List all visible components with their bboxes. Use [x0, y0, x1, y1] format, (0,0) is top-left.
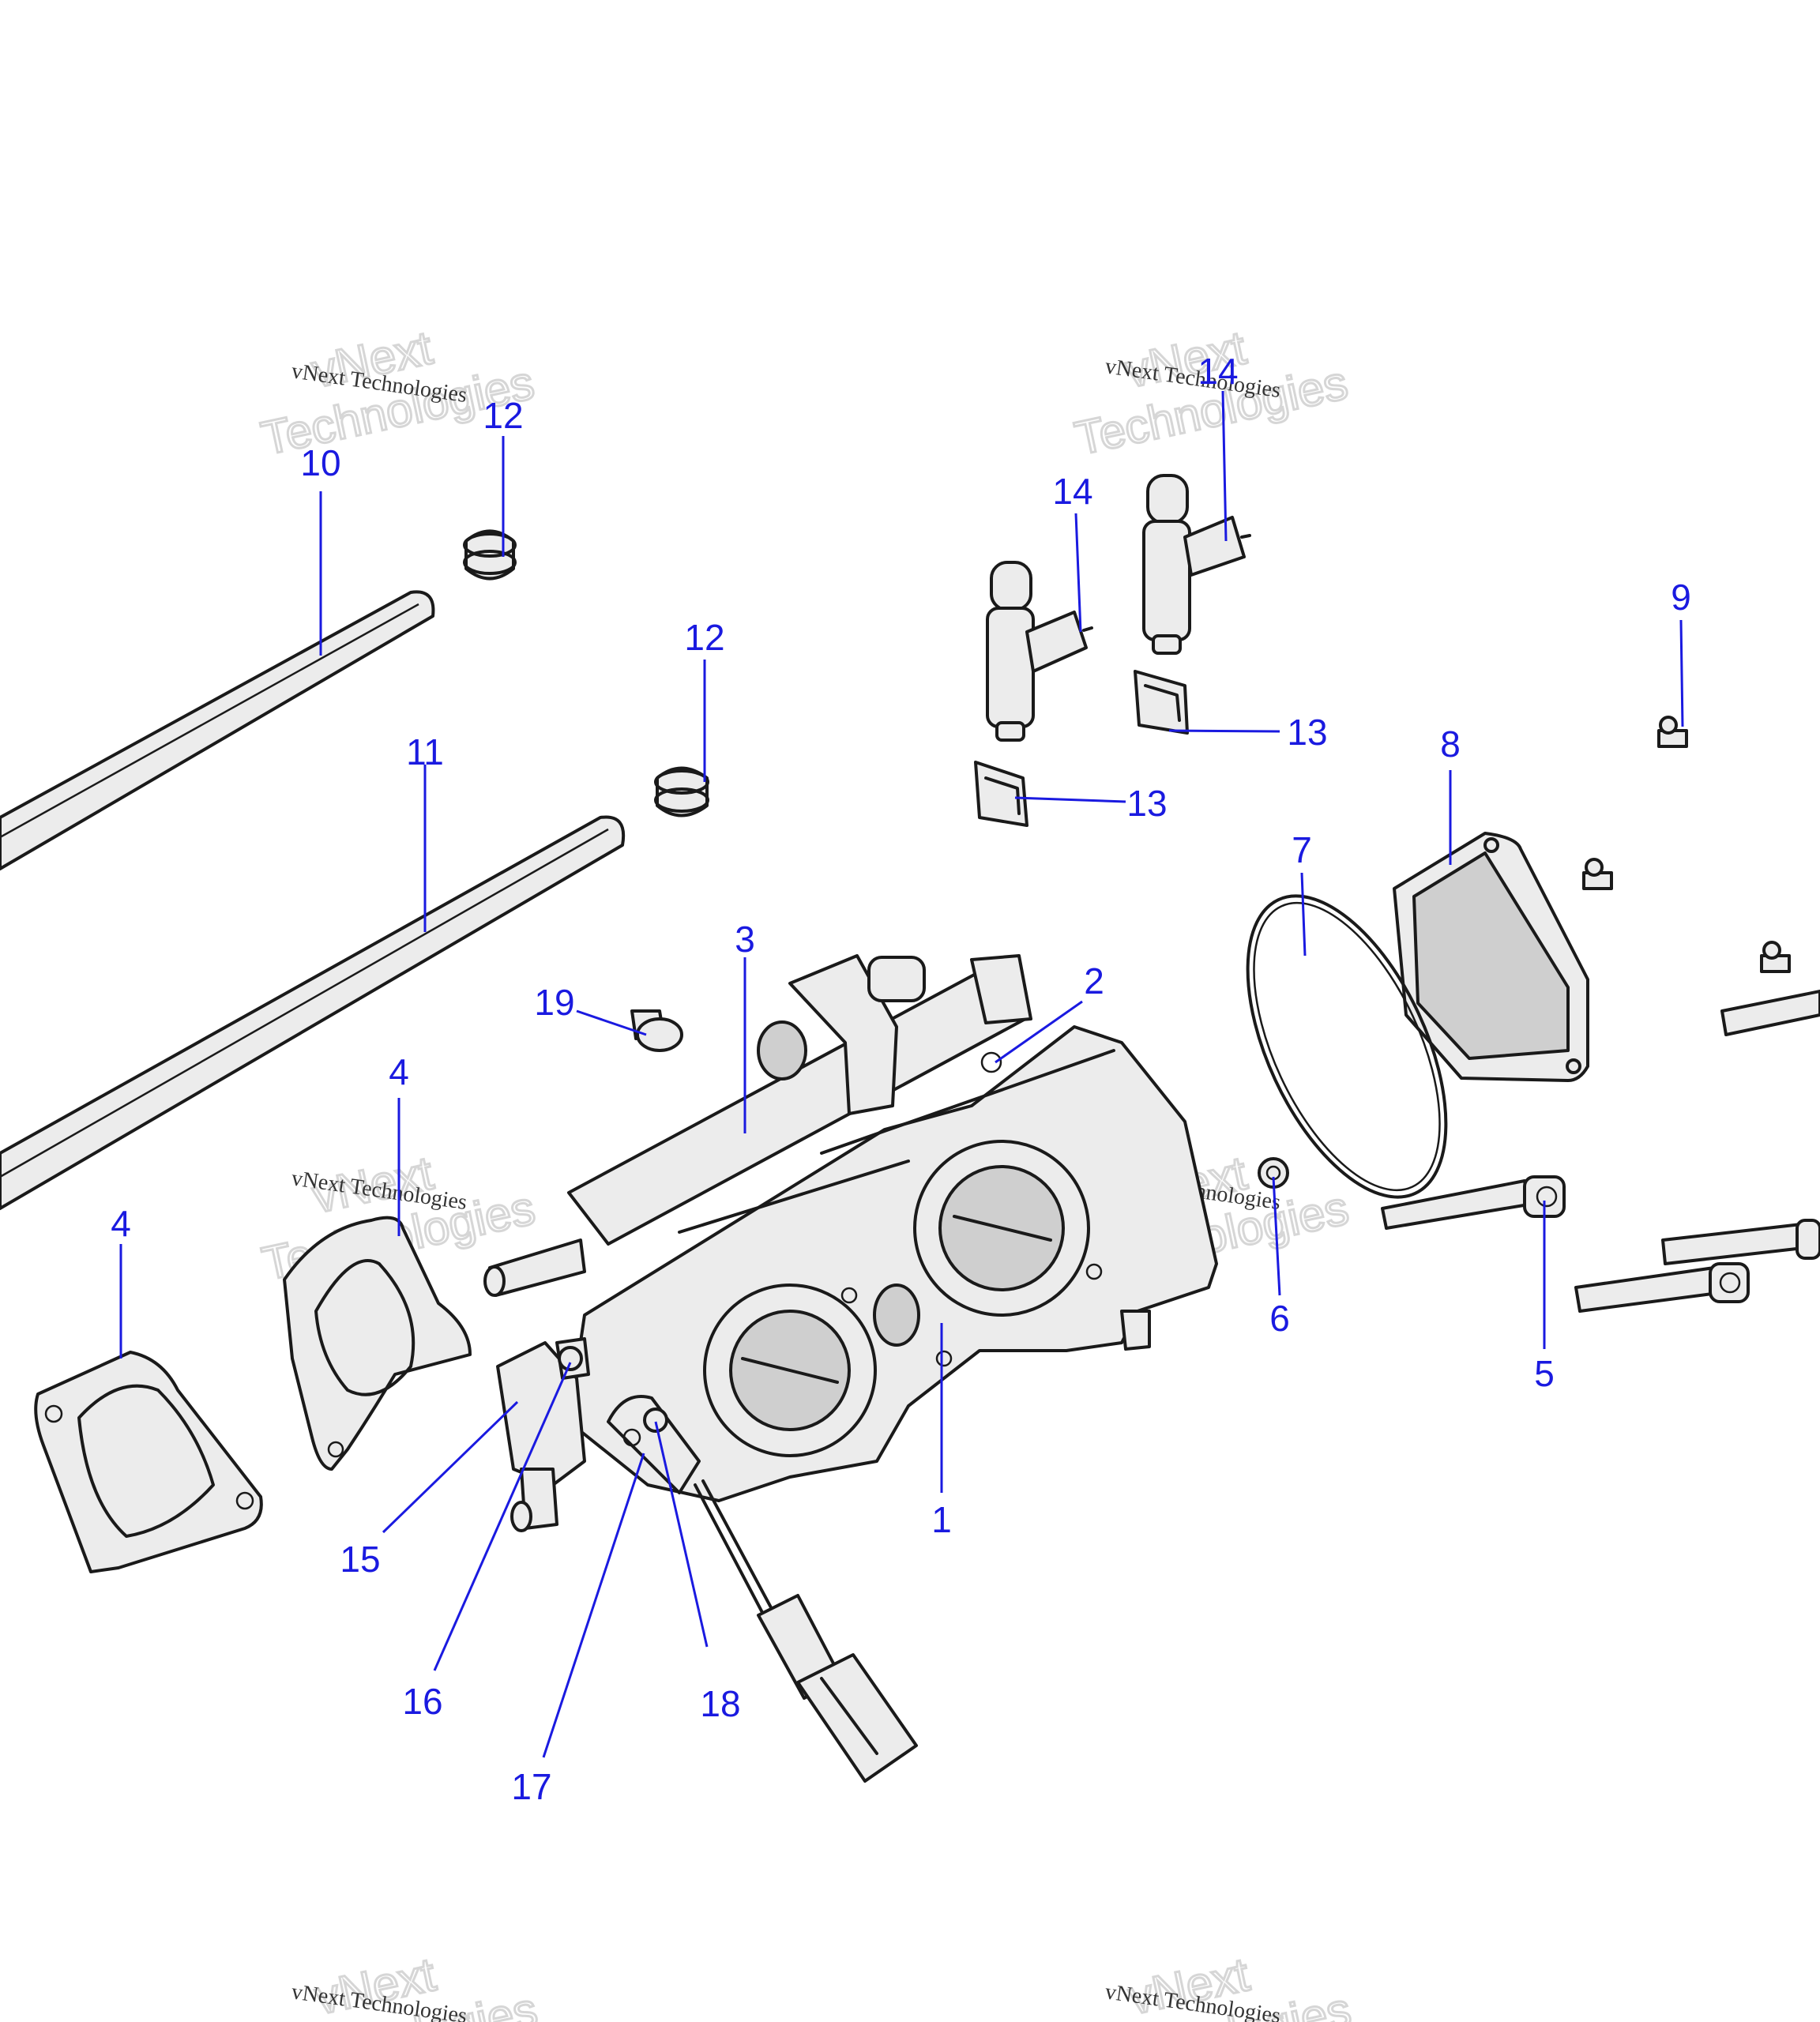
leader-lines — [119, 390, 1684, 1758]
part-11-tube-lower — [0, 815, 626, 1210]
callout-2: 2 — [1084, 960, 1104, 1002]
part-14-injector-left — [986, 561, 1093, 742]
callout-17: 17 — [511, 1766, 551, 1807]
part-5-bolt-4 — [1574, 1262, 1750, 1313]
part-5-bolt-1 — [1720, 990, 1820, 1036]
part-13-clip-left — [974, 761, 1028, 827]
part-19-screw — [630, 1009, 683, 1052]
part-4-gasket-right — [283, 1216, 472, 1471]
callout-8: 8 — [1440, 723, 1461, 765]
callout-5: 5 — [1534, 1353, 1555, 1394]
part-10-tube-upper — [0, 590, 435, 870]
bolt-small-c — [1760, 941, 1791, 973]
callout-14-left: 14 — [1052, 471, 1092, 512]
callout-6: 6 — [1269, 1298, 1290, 1339]
part-18-screw — [643, 1408, 668, 1433]
callout-12-lower: 12 — [684, 617, 724, 658]
callout-9: 9 — [1671, 577, 1691, 618]
part-4-gasket-left — [34, 1351, 263, 1573]
part-13-clip-right — [1134, 670, 1189, 735]
callout-10: 10 — [300, 442, 340, 483]
wiring-harness — [694, 1479, 918, 1783]
part-14-injector-right — [1142, 474, 1251, 655]
part-16-sensor-bolt — [555, 1337, 590, 1380]
part-17-sensor-bracket — [607, 1395, 701, 1494]
part-1-throttle-body — [567, 1025, 1218, 1502]
callout-16: 16 — [402, 1681, 442, 1722]
callout-11: 11 — [406, 731, 444, 772]
callout-1: 1 — [931, 1499, 952, 1540]
callout-labels: 1 2 3 4 4 5 6 7 8 9 10 11 12 12 13 13 14… — [111, 351, 1691, 1807]
callout-13-right: 13 — [1287, 712, 1327, 753]
part-12-clamp-lower — [654, 766, 709, 817]
callout-14-right: 14 — [1198, 351, 1238, 392]
part-5-bolt-2 — [1381, 1175, 1566, 1230]
callout-7: 7 — [1292, 829, 1312, 870]
callout-19: 19 — [534, 982, 574, 1023]
callout-18: 18 — [700, 1683, 740, 1724]
part-8-cover-plate — [1393, 832, 1589, 1082]
callout-3: 3 — [735, 919, 755, 960]
bolt-small-b — [1582, 858, 1613, 890]
callout-15: 15 — [340, 1539, 380, 1580]
part-5-bolt-3 — [1661, 1219, 1820, 1265]
bolt-small-a — [1657, 716, 1688, 748]
callout-13-left: 13 — [1126, 783, 1167, 824]
part-3-fuel-rail — [483, 954, 1032, 1297]
part-12-clamp-upper — [463, 529, 517, 581]
part-7-o-ring — [1246, 894, 1448, 1199]
callout-4-right-gasket: 4 — [389, 1051, 409, 1092]
callout-4-left-gasket: 4 — [111, 1203, 131, 1244]
callout-12-upper: 12 — [483, 395, 523, 436]
